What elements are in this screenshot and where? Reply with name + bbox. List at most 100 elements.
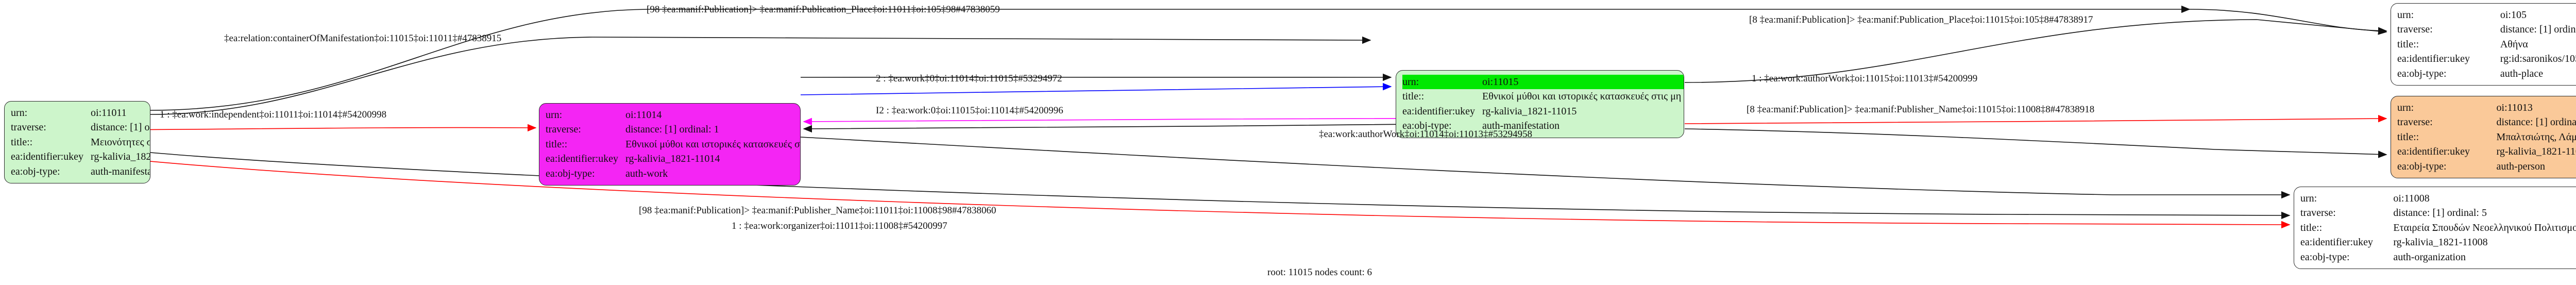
node-row-value: oi:11015	[1482, 75, 1684, 90]
node-row: traverse:distance: [1] ordinal: 2	[2397, 115, 2576, 129]
node-row-value: oi:11008	[2393, 193, 2430, 204]
node-row-value: auth-manifestation	[91, 165, 150, 177]
node-row: urn:oi:11015	[1402, 75, 1684, 90]
node-row-key: urn:	[11, 107, 28, 119]
node-row-value: auth-organization	[2393, 251, 2466, 263]
node-row-value: distance: [1] ordinal: 2	[2496, 116, 2576, 128]
node-row-key: ea:obj-type:	[2300, 251, 2350, 263]
edge-label-l2: ‡ea:relation:containerOfManifestation‡oi…	[224, 33, 502, 44]
node-row-value: Εθνικοί μύθοι και ιστορικές κατασκευές σ…	[1482, 91, 1684, 103]
node-row-value: Εθνικοί μύθοι και ιστορικές κατασκευές σ…	[625, 138, 800, 150]
node-row-key: urn:	[2397, 9, 2414, 21]
edge-label-l7: I2 : ‡ea:work:0‡oi:11015‡oi:11014‡#54200…	[876, 105, 1063, 116]
edge-label-l3: [8 ‡ea:manif:Publication]> ‡ea:manif:Pub…	[1749, 14, 2093, 25]
node-row-value: rg-kalivia_1821-11013	[2496, 146, 2576, 158]
node-row-value: oi:105	[2500, 9, 2527, 21]
edge-label-l8: [8 ‡ea:manif:Publication]> ‡ea:manif:Pub…	[1747, 104, 2095, 115]
node-row-value: distance: [1] ordinal: 5	[2393, 207, 2487, 219]
node-row: traverse: distance: [1] ordinal: 4	[2397, 22, 2576, 37]
node-row: ea:obj-type: auth-organization	[2300, 250, 2576, 264]
node-row: ea:obj-type:auth-place	[2397, 66, 2576, 81]
node-row-value: distance: [1] ordinal: 1	[625, 124, 719, 136]
node-row-key: urn:	[2397, 102, 2414, 113]
node-row-value: oi:11014	[625, 109, 662, 121]
graph-node-oi11011[interactable]: urn: oi:11011 traverse: distance: [1] ordin…	[4, 101, 150, 183]
node-row-key: title::	[546, 138, 568, 150]
graph-edge	[800, 82, 1392, 95]
node-row: ea:identifier:ukey rg-kalivia_1821-11014	[546, 152, 800, 166]
graph-edge	[1684, 128, 2387, 158]
graph-edge	[2189, 9, 2387, 35]
node-row: ea:obj-type: auth-manifestation	[11, 164, 150, 179]
node-row: title::Εταιρεία Σπουδών Νεοελληνικού Πολ…	[2300, 221, 2576, 235]
edge-label-l11: 1 : ‡ea:work:organizer‡oi:11011‡oi:11008…	[732, 221, 947, 231]
node-row-key: ea:obj-type:	[546, 167, 595, 179]
node-row-key: ea:obj-type:	[2397, 68, 2447, 79]
node-row-value: rg-kalivia_1821-11011	[91, 151, 150, 163]
edge-label-l10: [98 ‡ea:manif:Publication]> ‡ea:manif:Pu…	[639, 205, 996, 216]
node-row-value: Μπαλτσιώτης, Λάμπρος	[2496, 131, 2576, 143]
node-row-value: auth-person	[2496, 160, 2545, 172]
node-row: title::Εθνικοί μύθοι και ιστορικές κατασ…	[1402, 89, 1684, 104]
node-row: traverse: distance: [1] ordinal: 1	[546, 122, 800, 137]
node-row-value: oi:11013	[2496, 102, 2533, 113]
node-row-value: distance: [1] ordinal: 3	[91, 122, 150, 133]
node-row-key: traverse:	[2300, 207, 2336, 219]
node-row-value: distance: [1] ordinal: 4	[2500, 24, 2576, 36]
edge-label-l9: ‡ea:work:authorWork‡oi:11014‡oi:11013‡#5…	[1319, 129, 1532, 140]
node-row-value: auth-manifestation	[1482, 120, 1560, 132]
node-row: traverse: distance: [1] ordinal: 5	[2300, 206, 2576, 220]
graph-node-oi11013[interactable]: urn: oi:11013 traverse:distance: [1] ordin…	[2391, 96, 2576, 178]
graph-node-oi11008[interactable]: urn: oi:11008 traverse: distance: [1] ordin…	[2294, 187, 2576, 269]
graph-edge	[800, 137, 2291, 199]
node-row: title::Μειονότητες στην Ελλάδα	[11, 135, 150, 149]
node-row: title::Εθνικοί μύθοι και ιστορικές κατασ…	[546, 137, 800, 152]
node-row-key: title::	[11, 136, 33, 148]
node-row-value: Εταιρεία Σπουδών Νεοελληνικού Πολιτισμού…	[2393, 222, 2576, 233]
node-row: urn: oi:105	[2397, 8, 2576, 22]
node-row: ea:identifier:ukey rg:id:saronikos/105	[2397, 52, 2576, 66]
node-row-value: oi:11011	[91, 107, 127, 119]
graph-node-oi105[interactable]: urn: oi:105 traverse: distance: [1] ordinal…	[2391, 3, 2576, 86]
node-row: urn: oi:11008	[2300, 191, 2576, 206]
node-row: title::Αθήνα	[2397, 37, 2576, 52]
node-row-value: rg:id:saronikos/105	[2500, 53, 2576, 65]
node-row-key: ea:identifier:ukey	[1402, 105, 1476, 117]
node-row: title::Μπαλτσιώτης, Λάμπρος	[2397, 130, 2576, 144]
node-row-key: urn:	[1402, 75, 1483, 90]
node-row-key: ea:identifier:ukey	[2397, 146, 2470, 158]
node-row-key: title::	[2397, 131, 2419, 143]
graph-edge	[1684, 114, 2387, 124]
node-row: urn: oi:11011	[11, 106, 150, 120]
graph-edge	[82, 124, 537, 132]
node-row-key: urn:	[546, 109, 563, 121]
node-row-key: traverse:	[11, 122, 46, 133]
node-row: ea:identifier:ukey rg-kalivia_1821-11013	[2397, 144, 2576, 159]
node-row-key: urn:	[2300, 193, 2317, 204]
node-row-key: ea:identifier:ukey	[2300, 237, 2374, 248]
node-row-value: auth-work	[625, 167, 668, 179]
node-row-key: title::	[2397, 38, 2419, 50]
node-row-key: ea:obj-type:	[11, 165, 60, 177]
node-row: ea:obj-type: auth-work	[546, 166, 800, 181]
node-row: ea:obj-type: auth-manifestation	[1402, 119, 1684, 133]
node-row-value: rg-kalivia_1821-11014	[625, 153, 720, 165]
node-row-value: Αθήνα	[2500, 38, 2528, 50]
node-row: ea:identifier:ukey rg-kalivia_1821-11015	[1402, 104, 1684, 119]
node-row-value: Μειονότητες στην Ελλάδα	[91, 136, 150, 148]
edge-label-l1: [98 ‡ea:manif:Publication]> ‡ea:manif:Pu…	[647, 4, 1000, 15]
graph-footer: root: 11015 nodes count: 6	[1267, 267, 1372, 278]
node-row-key: ea:identifier:ukey	[546, 153, 619, 165]
node-row-key: ea:obj-type:	[1402, 120, 1452, 132]
node-row-key: traverse:	[546, 124, 581, 136]
node-row-value: rg-kalivia_1821-11015	[1482, 105, 1577, 117]
edge-label-l6: 1 : ‡ea:work:independent‡oi:11011‡oi:110…	[160, 109, 387, 120]
node-row-key: ea:identifier:ukey	[2397, 53, 2470, 65]
node-row-key: traverse:	[2397, 24, 2433, 36]
node-row-key: title::	[1402, 91, 1425, 103]
graph-node-oi11014[interactable]: urn: oi:11014 traverse: distance: [1] ordin…	[539, 103, 801, 186]
